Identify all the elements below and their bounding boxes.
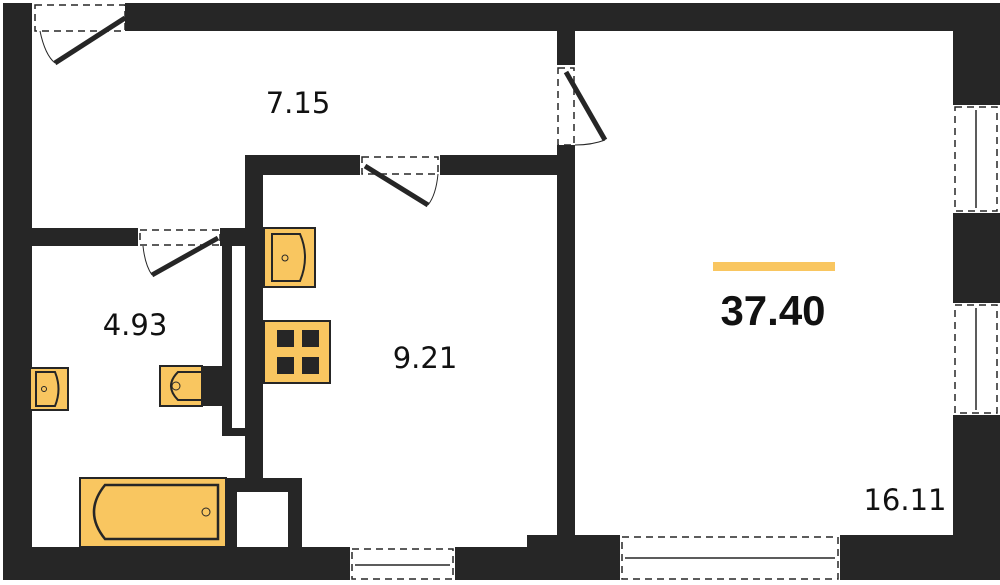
window-living-right-top: [954, 106, 998, 212]
entrance-door[interactable]: [34, 4, 127, 66]
room-area-bathroom: 4.93: [103, 308, 168, 342]
bathroom-door[interactable]: [139, 229, 221, 278]
total-area: 37.40: [720, 287, 825, 334]
window-kitchen: [351, 548, 454, 580]
kitchen-sink-icon: [263, 227, 316, 288]
bathroom-sink-icon: [29, 367, 69, 411]
kitchen-door[interactable]: [361, 156, 439, 208]
stove-icon: [263, 320, 331, 384]
toilet-icon: [159, 365, 223, 407]
window-living-right-bottom: [954, 304, 998, 414]
bathtub-icon: [79, 477, 227, 548]
living-room-door[interactable]: [557, 67, 608, 146]
room-area-kitchen: 9.21: [393, 341, 458, 375]
room-area-living-room: 16.11: [863, 483, 946, 517]
walls: [3, 3, 1000, 580]
total-area-accent-bar: [713, 262, 835, 271]
window-living-bottom: [621, 536, 839, 580]
room-area-hallway: 7.15: [266, 86, 331, 120]
